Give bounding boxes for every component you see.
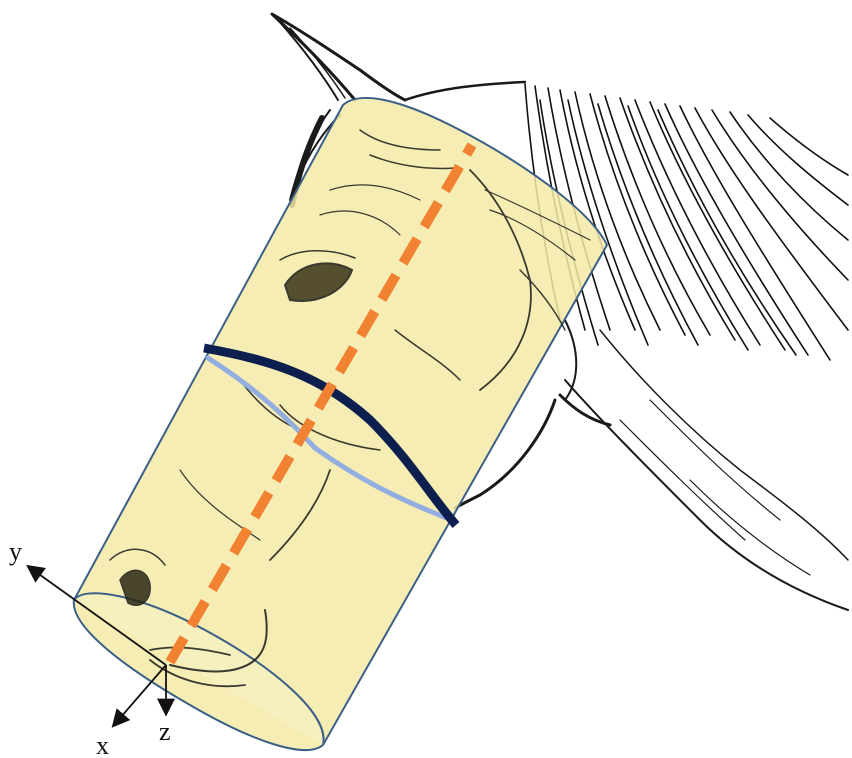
cylinder-body [74,98,607,750]
x-axis-label: x [96,731,109,758]
y-axis-label: y [9,537,22,566]
z-axis-label: z [159,717,171,746]
horse-neck [565,380,848,610]
cylinder [74,98,607,750]
